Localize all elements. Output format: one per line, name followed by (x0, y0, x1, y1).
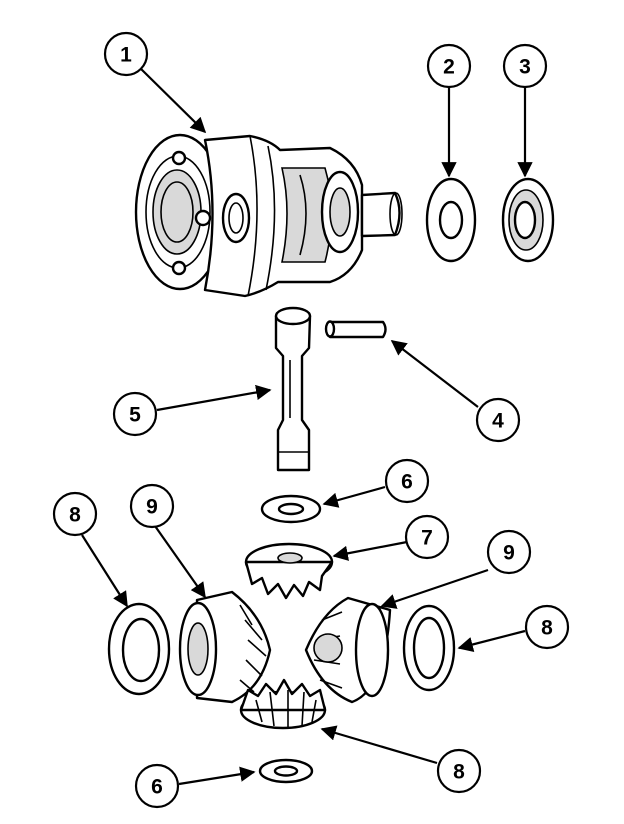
callout-9-right-label: 9 (503, 542, 515, 565)
callout-5-label: 5 (129, 404, 141, 427)
callout-8-left: 8 (52, 491, 98, 537)
differential-case (134, 133, 403, 298)
callout-8-lower: 8 (436, 748, 482, 794)
callout-4: 4 (475, 397, 521, 443)
callout-3: 3 (502, 43, 548, 89)
callout-9-left: 9 (129, 483, 175, 529)
pinion-washer-upper (260, 494, 322, 524)
lock-pin (324, 320, 387, 339)
callout-7: 7 (404, 514, 450, 560)
side-bearing (501, 177, 555, 263)
pinion-gear-lower (239, 678, 327, 730)
callout-7-label: 7 (421, 527, 433, 550)
side-gear-left (178, 590, 272, 704)
callout-6-upper: 6 (384, 458, 430, 504)
callout-1: 1 (103, 31, 149, 77)
callout-8-left-label: 8 (69, 504, 81, 527)
side-gear-washer-right (402, 604, 456, 692)
thrust-washer (425, 177, 477, 263)
pinion-washer-lower (258, 758, 314, 784)
callout-6-lower: 6 (134, 763, 180, 809)
callout-3-label: 3 (519, 56, 531, 79)
callout-6-lower-label: 6 (151, 776, 163, 799)
callout-2: 2 (426, 43, 472, 89)
leader-lines (81, 65, 533, 786)
side-gear-right (304, 596, 392, 704)
callout-5: 5 (112, 391, 158, 437)
callout-8-lower-label: 8 (453, 761, 465, 784)
callout-6-upper-label: 6 (401, 471, 413, 494)
callout-4-label: 4 (492, 410, 504, 433)
callout-1-label: 1 (120, 44, 132, 67)
callout-8-right: 8 (524, 604, 570, 650)
callout-8-right-label: 8 (541, 617, 553, 640)
pinion-shaft (274, 306, 312, 472)
pinion-gear-upper (244, 542, 334, 600)
callout-9-left-label: 9 (146, 496, 158, 519)
callout-2-label: 2 (443, 56, 455, 79)
side-gear-washer-left (107, 602, 171, 696)
callout-9-right: 9 (486, 529, 532, 575)
